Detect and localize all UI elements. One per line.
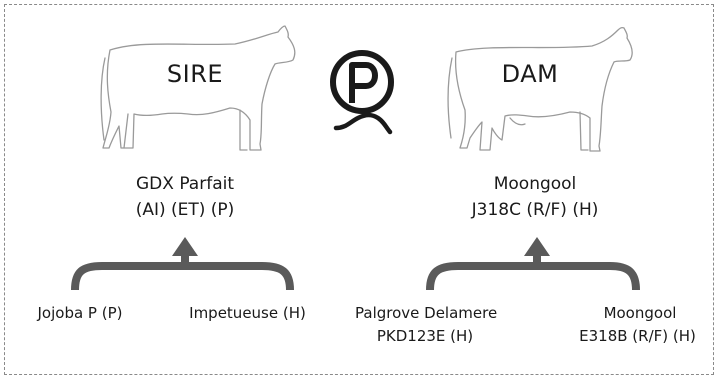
dam-parent-right-line2: E318B (R/F) (H) [579,327,696,345]
dam-name: Moongool [493,174,577,194]
dam-codes: J318C (R/F) (H) [471,200,599,220]
sire-name: GDX Parfait [136,174,234,194]
dam-parent-right-line1: Moongool [603,304,677,322]
sire-codes: (AI) (ET) (P) [135,200,235,220]
sire-label: SIRE [166,60,224,88]
pedigree-frame [4,4,714,375]
dam-parent-left-line2: PKD123E (H) [376,327,474,345]
sire-parent-left: Jojoba P (P) [37,304,123,322]
dam-label: DAM [501,60,559,88]
dam-bracket-arrow [426,253,640,291]
sire-arrow-head [172,237,198,256]
dam-cow-icon [447,26,633,152]
sire-bracket-arrow [71,253,294,291]
sire-cow-icon [100,25,296,151]
dam-arrow-head [524,237,550,256]
sire-parent-right: Impetueuse (H) [189,304,306,322]
polled-p-icon [330,50,394,135]
dam-parent-left-line1: Palgrove Delamere [355,304,498,322]
